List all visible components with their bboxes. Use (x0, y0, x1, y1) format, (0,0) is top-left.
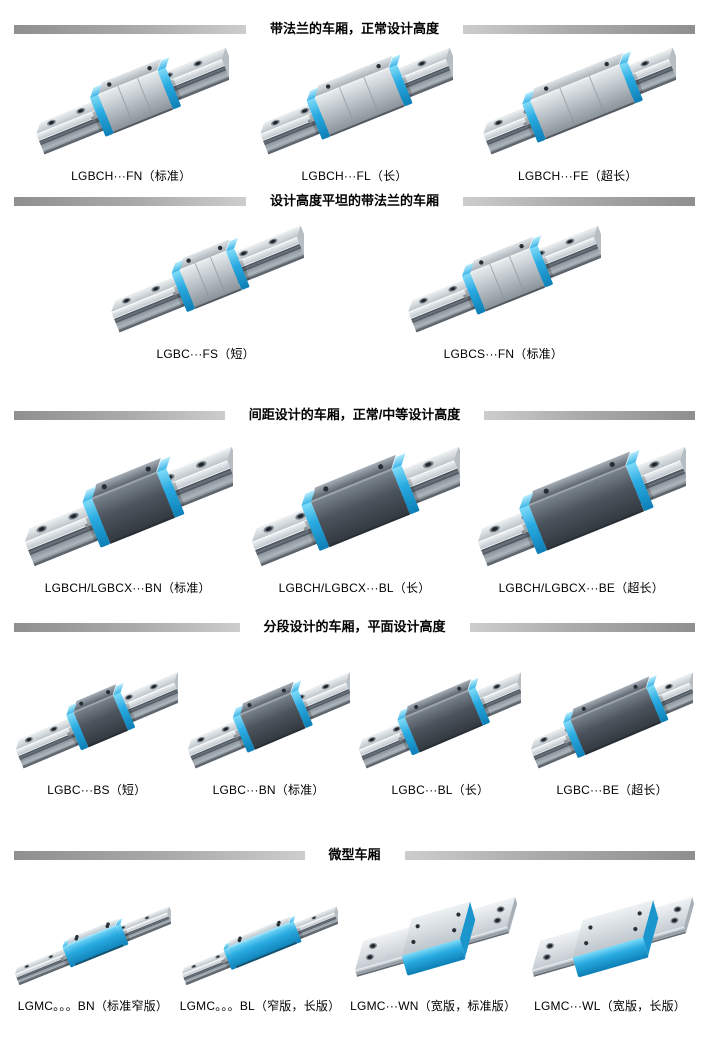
product-row: LGBCH/LGBCX···BN（标准） LGBCH/LGBCX···BL（长）… (0, 428, 709, 596)
product-item: LGMC···WL（宽版，长版） (526, 868, 695, 1014)
product-label: LGBCS···FN（标准） (443, 347, 564, 361)
product-item: LGBC···BE（超长） (531, 640, 694, 798)
section-header: 间距设计的车厢，正常/中等设计高度 (0, 406, 709, 424)
product-item: LGBCH···FN（标准） (33, 42, 230, 184)
linear-guide-drawing (182, 906, 339, 986)
product-label: LGBC···BE（超长） (556, 783, 668, 797)
header-bar-right (463, 196, 696, 206)
header-bar-right (463, 24, 696, 34)
product-label: LGBCH···FN（标准） (71, 169, 192, 183)
section-header: 微型车厢 (0, 846, 709, 864)
product-label: LGBC···BS（短） (47, 783, 147, 797)
linear-guide-drawing (259, 47, 453, 155)
product-illustration (182, 868, 339, 994)
header-bar-left (14, 24, 246, 34)
product-item: LGBCH···FE（超长） (480, 42, 676, 184)
header-bar-right (484, 410, 695, 420)
section-header: 带法兰的车厢，正常设计高度 (0, 20, 709, 38)
product-illustration (14, 868, 171, 994)
linear-guide-drawing (532, 897, 695, 978)
product-illustration (531, 640, 694, 778)
section-header: 分段设计的车厢，平面设计高度 (0, 618, 709, 636)
header-bar-left (14, 410, 225, 420)
product-illustration (359, 640, 522, 778)
section-title: 微型车厢 (328, 847, 381, 862)
product-label: LGBCH/LGBCX···BE（超长） (498, 581, 664, 595)
product-illustration (15, 640, 178, 778)
header-bar-right (469, 622, 696, 632)
product-item: LGBCH/LGBCX···BL（长） (250, 428, 460, 596)
product-label: LGBC···BN（标准） (212, 783, 325, 797)
linear-guide-drawing (359, 672, 522, 769)
catalog-section: 设计高度平坦的带法兰的车厢 LGBC···FS（短） LGBCS···FN（标准… (0, 192, 709, 362)
linear-guide-drawing (483, 47, 676, 155)
product-item: LGMC···WN（宽版，标准版） (349, 868, 518, 1014)
product-illustration (526, 868, 695, 994)
product-item: LGBCH···FL（长） (257, 42, 453, 184)
catalog-section: 微型车厢 LGMC。。。BN（标准窄版） LGMC。。。BL（窄版，长版） LG… (0, 846, 709, 1014)
linear-guide-drawing (14, 906, 171, 986)
product-item: LGMC。。。BL（窄版，长版） (180, 868, 341, 1014)
product-label: LGMC···WL（宽版，长版） (534, 999, 686, 1013)
product-row: LGMC。。。BN（标准窄版） LGMC。。。BL（窄版，长版） LGMC···… (0, 868, 709, 1014)
product-label: LGBC···FS（短） (156, 347, 255, 361)
product-row: LGBC···BS（短） LGBC···BN（标准） LGBC···BL（长） … (0, 640, 709, 798)
catalog-section: 分段设计的车厢，平面设计高度 LGBC···BS（短） LGBC···BN（标准… (0, 618, 709, 798)
product-item: LGBCH/LGBCX···BE（超长） (476, 428, 687, 596)
product-label: LGMC···WN（宽版，标准版） (350, 999, 517, 1013)
product-item: LGBC···BL（长） (359, 640, 522, 798)
product-illustration (108, 214, 304, 342)
product-label: LGMC。。。BL（窄版，长版） (179, 999, 341, 1013)
header-bar-left (14, 850, 305, 860)
product-item: LGBCS···FN（标准） (405, 214, 602, 362)
linear-guide-drawing (251, 446, 460, 567)
product-illustration (480, 42, 676, 164)
linear-guide-drawing (187, 672, 350, 769)
linear-guide-drawing (110, 225, 304, 333)
product-label: LGBCH···FE（超长） (518, 169, 638, 183)
product-label: LGBCH/LGBCX···BN（标准） (44, 581, 211, 595)
product-illustration (250, 428, 460, 576)
section-title: 设计高度平坦的带法兰的车厢 (270, 193, 440, 208)
section-header: 设计高度平坦的带法兰的车厢 (0, 192, 709, 210)
product-row: LGBC···FS（短） LGBCS···FN（标准） (0, 214, 709, 362)
product-label: LGBCH···FL（长） (301, 169, 408, 183)
product-item: LGBC···BS（短） (15, 640, 178, 798)
section-title: 分段设计的车厢，平面设计高度 (263, 619, 446, 634)
product-item: LGBC···BN（标准） (187, 640, 350, 798)
linear-guide-drawing (355, 897, 518, 977)
product-illustration (257, 42, 453, 164)
header-bar-left (14, 196, 246, 206)
product-illustration (23, 428, 233, 576)
product-item: LGBCH/LGBCX···BN（标准） (23, 428, 233, 596)
linear-guide-drawing (15, 672, 178, 769)
section-title: 间距设计的车厢，正常/中等设计高度 (248, 407, 461, 422)
product-label: LGMC。。。BN（标准窄版） (17, 999, 169, 1013)
linear-guide-drawing (408, 225, 602, 333)
product-label: LGBC···BL（长） (391, 783, 490, 797)
header-bar-right (404, 850, 696, 860)
product-item: LGBC···FS（短） (108, 214, 304, 362)
section-title: 带法兰的车厢，正常设计高度 (270, 21, 440, 36)
linear-guide-drawing (36, 47, 230, 155)
linear-guide-drawing (531, 672, 694, 769)
catalog-section: 间距设计的车厢，正常/中等设计高度 LGBCH/LGBCX···BN（标准） L… (0, 406, 709, 596)
linear-guide-drawing (478, 446, 687, 567)
header-bar-left (14, 622, 240, 632)
product-illustration (187, 640, 350, 778)
product-label: LGBCH/LGBCX···BL（长） (278, 581, 431, 595)
linear-guide-drawing (24, 446, 233, 567)
product-illustration (405, 214, 602, 342)
product-item: LGMC。。。BN（标准窄版） (14, 868, 171, 1014)
product-illustration (476, 428, 687, 576)
catalog-section: 带法兰的车厢，正常设计高度 LGBCH···FN（标准） LGBCH···FL（… (0, 20, 709, 184)
product-row: LGBCH···FN（标准） LGBCH···FL（长） LGBCH···FE（… (0, 42, 709, 184)
product-illustration (33, 42, 230, 164)
product-illustration (349, 868, 518, 994)
